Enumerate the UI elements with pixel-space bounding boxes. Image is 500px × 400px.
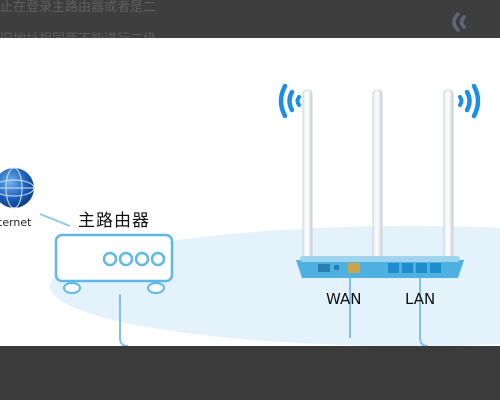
overlay-text-line-2: 旧地址相同两不能进行二级: [0, 28, 156, 38]
overlay-text-line-1: 止在登录主路由器或者是二: [0, 0, 157, 15]
main-router-icon: [54, 233, 174, 294]
dimmed-text-band: 止在登录主路由器或者是二 旧地址相同两不能进行二级: [0, 0, 500, 38]
globe-icon: [0, 167, 35, 209]
cable: [119, 294, 129, 346]
lan-port-label: LAN: [405, 290, 436, 308]
wan-port-label: WAN: [326, 290, 362, 308]
wireless-router-icon: [296, 89, 464, 278]
dimmed-bottom-band: [0, 346, 500, 400]
network-diagram: ternet 主路由器 WAN LAN: [0, 38, 500, 346]
diagram-canvas: [0, 83, 500, 346]
internet-cable: [39, 213, 71, 227]
main-router-label: 主路由器: [78, 211, 150, 231]
cable: [419, 278, 429, 346]
wifi-signal-icon: [458, 83, 481, 119]
wifi-signal-icon: [278, 83, 301, 119]
internet-label: ternet: [0, 216, 32, 229]
wifi-signal-icon: [452, 12, 466, 32]
